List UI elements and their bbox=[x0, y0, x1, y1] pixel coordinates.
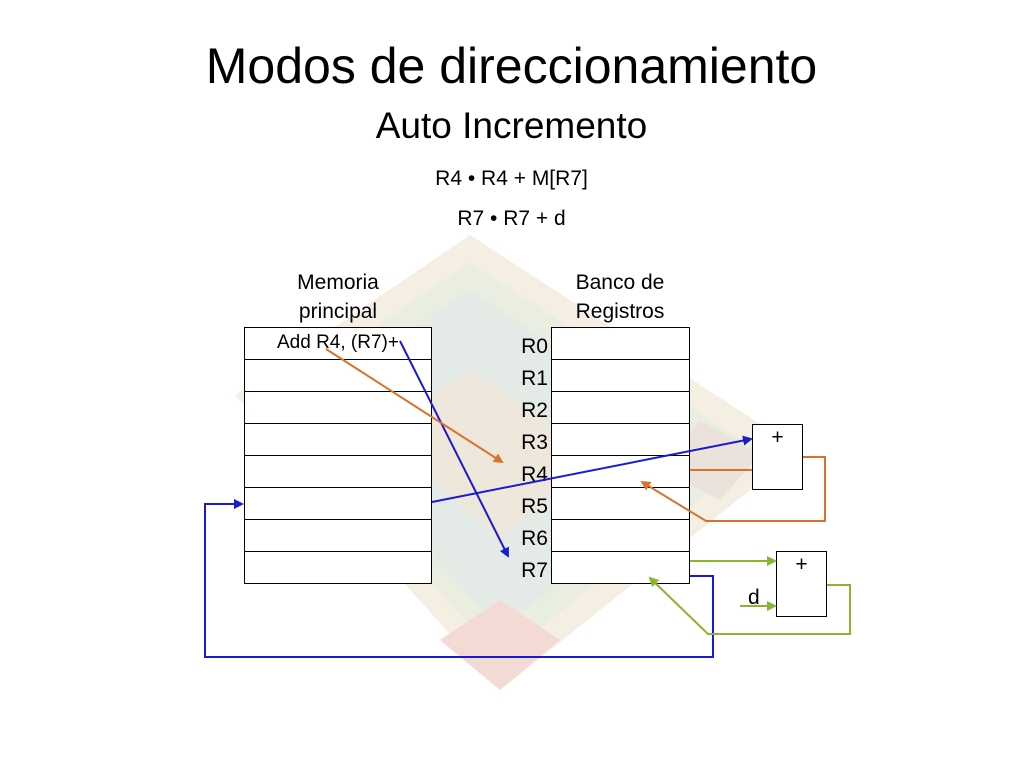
arrow-r7-to-memory bbox=[204, 499, 714, 658]
register-label-r7: R7 bbox=[521, 559, 548, 582]
arrow-adder-to-r4 bbox=[640, 456, 826, 522]
register-cell-r7 bbox=[551, 551, 690, 584]
register-cell-r0 bbox=[551, 327, 690, 360]
arrow-adder-to-r7 bbox=[648, 576, 851, 635]
register-cell-r1 bbox=[551, 359, 690, 392]
register-header-line-2: Registros bbox=[575, 300, 665, 323]
register-header: Banco de Registros bbox=[540, 268, 700, 326]
register-label-r5: R5 bbox=[521, 495, 548, 518]
slide-title: Modos de direccionamiento bbox=[205, 38, 818, 94]
memory-cell bbox=[244, 487, 432, 520]
register-header-line-1: Banco de bbox=[575, 271, 665, 294]
slide-subtitle: Auto Incremento bbox=[375, 105, 648, 146]
memory-header-line-1: Memoria bbox=[297, 271, 379, 294]
memory-cell bbox=[244, 519, 432, 552]
adder-r4: + bbox=[752, 424, 803, 490]
register-label-r3: R3 bbox=[521, 431, 548, 454]
formula-r4: R4 • R4 + M[R7] bbox=[435, 167, 588, 190]
displacement-label: d bbox=[748, 586, 760, 609]
arrow-instruction-to-r4 bbox=[325, 348, 504, 464]
memory-header-line-2: principal bbox=[298, 300, 378, 323]
arrow-memory-to-adder bbox=[431, 435, 753, 503]
register-label-r2: R2 bbox=[521, 399, 548, 422]
memory-header: Memoria principal bbox=[250, 268, 426, 326]
register-cell-r2 bbox=[551, 391, 690, 424]
register-cell-r3 bbox=[551, 423, 690, 456]
memory-cell bbox=[244, 551, 432, 584]
adder-r7: + bbox=[776, 551, 827, 617]
register-label-r1: R1 bbox=[521, 367, 548, 390]
arrow-instruction-to-r7 bbox=[399, 340, 509, 558]
register-label-r6: R6 bbox=[521, 527, 548, 550]
formula-r7: R7 • R7 + d bbox=[457, 207, 566, 230]
register-label-r0: R0 bbox=[521, 335, 548, 358]
